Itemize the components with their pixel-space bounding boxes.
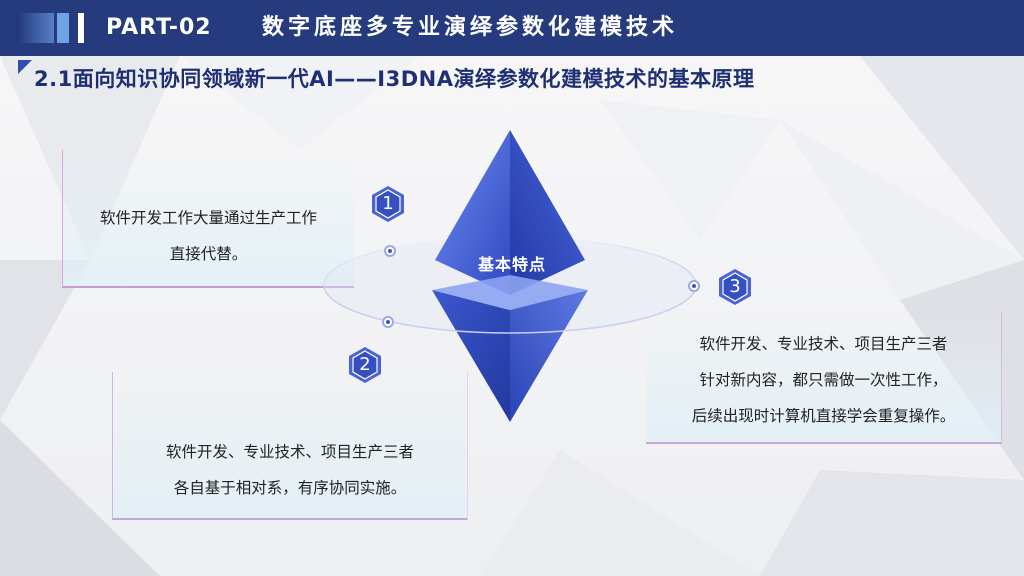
point-2-line-1: 软件开发、专业技术、项目生产三者: [165, 443, 414, 461]
point-3-line-3: 后续出现时计算机直接学会重复操作。: [691, 407, 956, 425]
center-diamond-graphic: [323, 130, 700, 422]
point-box-2: 软件开发、专业技术、项目生产三者 各自基于相对系，有序协同实施。: [112, 372, 468, 520]
center-label: 基本特点: [477, 255, 546, 274]
hexagon-icon: [372, 186, 404, 222]
hexagon-icon: [719, 269, 751, 305]
header-decor-blocks: [16, 13, 84, 43]
subtitle-marker: [18, 60, 32, 74]
point-3-line-2: 针对新内容，都只需做一次性工作，: [699, 371, 948, 389]
part-label: PART-02: [106, 15, 212, 40]
header-title: 数字底座多专业演绎参数化建模技术: [262, 15, 679, 40]
badge-1-number: 1: [382, 193, 394, 214]
point-2-line-2: 各自基于相对系，有序协同实施。: [173, 479, 407, 497]
number-badge-2: 2: [346, 346, 384, 384]
point-1-line-1: 软件开发工作大量通过生产工作: [99, 209, 317, 227]
number-badge-1: 1: [369, 185, 407, 223]
point-3-line-1: 软件开发、专业技术、项目生产三者: [699, 335, 948, 353]
page-subtitle: 2.1面向知识协同领域新一代AI——I3DNA演绎参数化建模技术的基本原理: [34, 67, 755, 91]
point-box-1: 软件开发工作大量通过生产工作 直接代替。: [62, 150, 354, 288]
header-bar: PART-02 数字底座多专业演绎参数化建模技术: [0, 0, 1024, 56]
badge-3-number: 3: [729, 276, 741, 297]
hexagon-icon: [349, 347, 381, 383]
badge-2-number: 2: [359, 354, 371, 375]
number-badge-3: 3: [716, 268, 754, 306]
point-box-3: 软件开发、专业技术、项目生产三者 针对新内容，都只需做一次性工作， 后续出现时计…: [646, 312, 1002, 444]
point-1-line-2: 直接代替。: [169, 245, 248, 263]
